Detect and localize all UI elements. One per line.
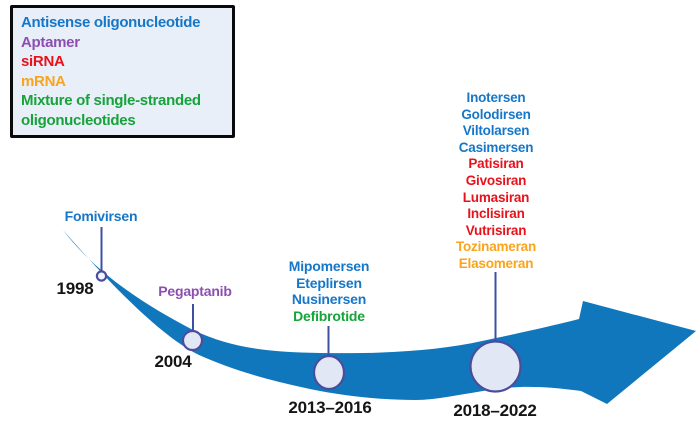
drug-label-casimersen: Casimersen: [458, 139, 534, 155]
legend-item-mrna: mRNA: [21, 72, 66, 90]
drug-list-2018-2022: Inotersen Golodirsen Viltolarsen Casimer…: [426, 90, 566, 273]
milestone-node-2013-2016: [312, 354, 346, 391]
milestone-node-2018-2022: [469, 340, 522, 393]
drug-list-2013-2016: Mipomersen Eteplirsen Nusinersen Defibro…: [259, 258, 399, 324]
legend-item-mixture: Mixture of single-stranded oligonucleoti…: [21, 92, 201, 129]
drug-label-lumasiran: Lumasiran: [462, 189, 530, 205]
drug-label-golodirsen: Golodirsen: [461, 106, 531, 122]
drug-label-inotersen: Inotersen: [466, 90, 526, 105]
year-label-2018-2022: 2018–2022: [453, 401, 537, 420]
year-label-1998: 1998: [56, 279, 94, 298]
drug-label-pegaptanib: Pegaptanib: [158, 283, 232, 299]
year-label-2004: 2004: [154, 352, 192, 371]
timeline-arrow: [63, 230, 696, 404]
drug-label-fomivirsen: Fomivirsen: [64, 208, 138, 224]
legend-box: Antisense oligonucleotide Aptamer siRNA …: [10, 5, 235, 138]
year-label-2013-2016: 2013–2016: [288, 398, 372, 417]
drug-label-defibrotide: Defibrotide: [293, 307, 365, 324]
drug-label-givosiran: Givosiran: [465, 172, 527, 188]
drug-label-eteplirsen: Eteplirsen: [296, 274, 362, 291]
legend-item-antisense: Antisense oligonucleotide: [21, 14, 201, 31]
drug-label-elasomeran: Elasomeran: [458, 255, 534, 271]
drug-label-viltolarsen: Viltolarsen: [462, 123, 530, 139]
drug-label-tozinameran: Tozinameran: [455, 239, 537, 255]
legend-item-aptamer: Aptamer: [21, 33, 80, 51]
milestone-node-1998: [95, 270, 108, 282]
drug-label-mipomersen: Mipomersen: [288, 258, 370, 274]
drug-label-inclisiran: Inclisiran: [467, 206, 525, 222]
drug-label-nusinersen: Nusinersen: [291, 291, 367, 307]
drug-label-patisiran: Patisiran: [468, 156, 524, 172]
drug-label-vutrisiran: Vutrisiran: [465, 222, 527, 238]
legend-item-sirna: siRNA: [21, 53, 65, 70]
milestone-node-2004: [181, 329, 204, 352]
